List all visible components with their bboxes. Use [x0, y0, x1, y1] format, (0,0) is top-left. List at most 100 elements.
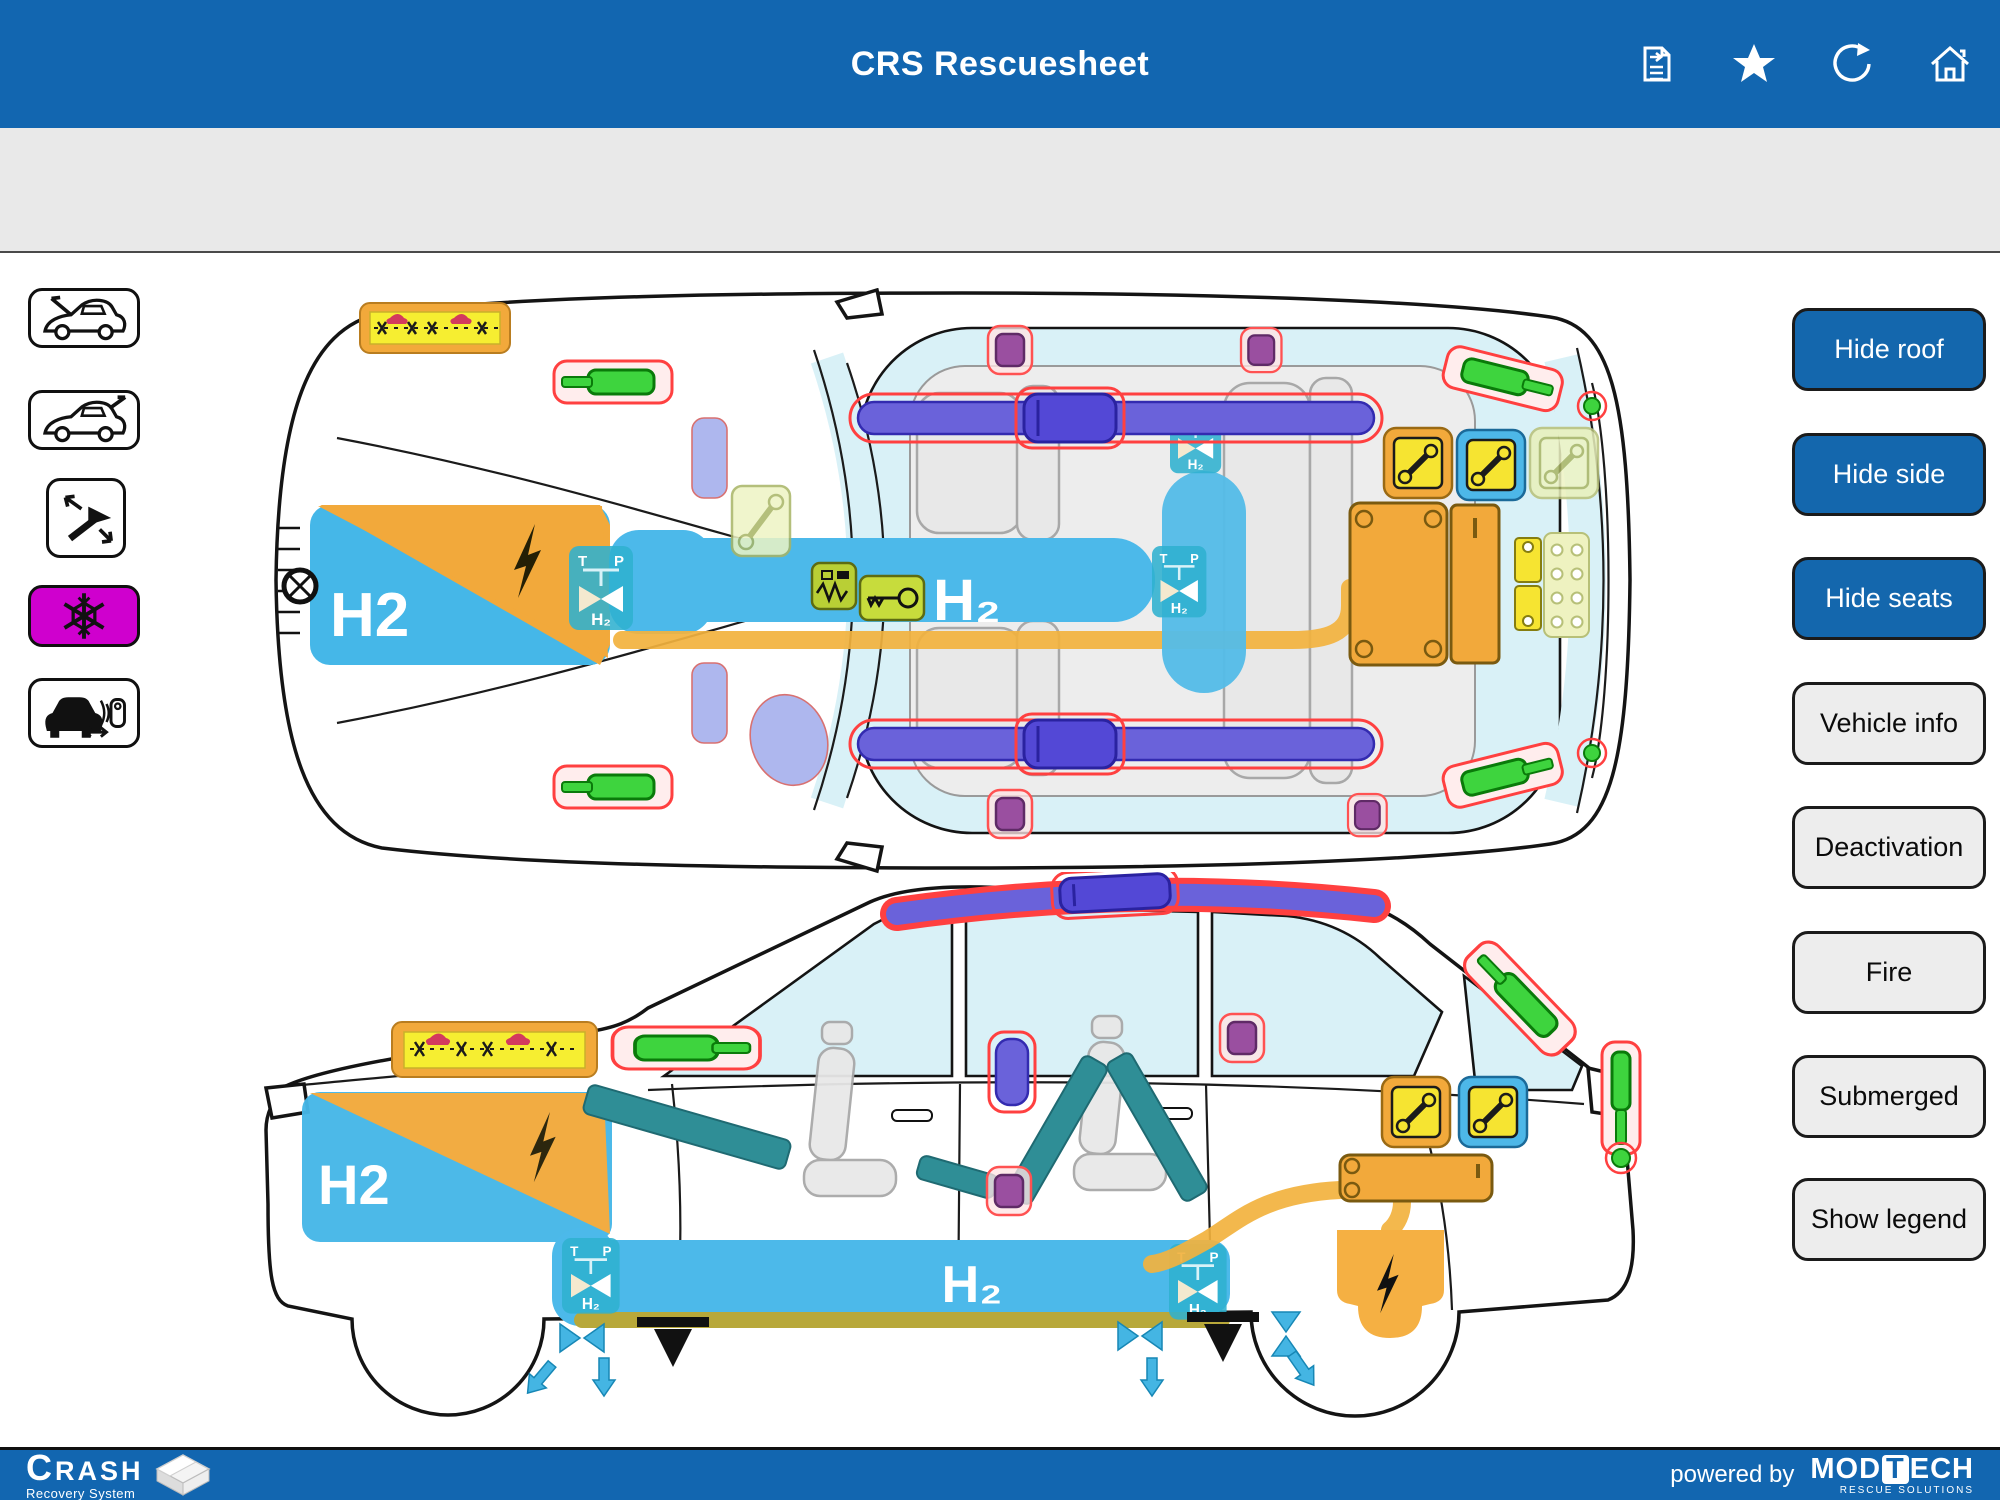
- hood-gas-strut[interactable]: [552, 764, 674, 810]
- crash-recovery-logo: CRASH Recovery System: [26, 1450, 212, 1500]
- vehicle-side-view-diagram[interactable]: H2 H₂ T P H₂ T P H₂: [252, 872, 1672, 1432]
- tailgate-strut-icon-orange[interactable]: [1382, 426, 1454, 500]
- tailgate-strut-icon-orange[interactable]: [1380, 1075, 1452, 1149]
- driver-airbag[interactable]: [739, 685, 840, 796]
- powered-by-label: powered by: [1670, 1461, 1795, 1488]
- page-title: CRS Rescuesheet: [850, 44, 1150, 83]
- hide-seats-button[interactable]: Hide seats: [1792, 557, 1986, 640]
- tailgate-strut-icon-pale[interactable]: [1528, 426, 1600, 500]
- svg-text:H₂: H₂: [582, 1296, 600, 1313]
- door-handle: [891, 1109, 933, 1122]
- vehicle-key-reader-icon[interactable]: [858, 574, 926, 622]
- svg-text:H₂: H₂: [1171, 601, 1188, 617]
- seatbelt-pretensioner[interactable]: [1239, 326, 1283, 374]
- brand-subtitle: Recovery System: [26, 1486, 136, 1500]
- toolbar-strip: [0, 128, 2000, 253]
- jack-point[interactable]: [637, 1317, 709, 1367]
- svg-text:T: T: [578, 553, 587, 570]
- sidebar-item-hood-open[interactable]: [28, 288, 140, 348]
- no-cut-zone-banner[interactable]: [359, 302, 511, 354]
- hide-roof-button[interactable]: Hide roof: [1792, 308, 1986, 391]
- curtain-airbag[interactable]: [880, 872, 1391, 931]
- h2-shutoff-valve[interactable]: T P H₂: [567, 544, 635, 632]
- knee-airbag[interactable]: [691, 417, 728, 499]
- partner-name-post: ECH: [1909, 1452, 1974, 1485]
- partner-subtitle: RESCUE SOLUTIONS: [1839, 1484, 1974, 1496]
- favorite-star-icon[interactable]: [1726, 36, 1782, 92]
- seat-profile: [802, 1020, 898, 1198]
- fuse-box[interactable]: [1514, 532, 1590, 638]
- svg-text:P: P: [1190, 551, 1199, 566]
- hood-gas-strut[interactable]: [552, 359, 674, 405]
- sidebar-item-cut-tool[interactable]: [46, 478, 126, 558]
- svg-text:H₂: H₂: [1188, 457, 1204, 472]
- tailgate-strut-icon-blue[interactable]: [1455, 428, 1527, 502]
- curtain-airbag[interactable]: [848, 712, 1384, 776]
- sidebar-item-keyless-entry[interactable]: [28, 678, 140, 748]
- sidebar-item-tailgate-open[interactable]: [28, 390, 140, 450]
- vehicle-top-view-diagram[interactable]: H2 H₂ T P H₂: [262, 288, 1644, 876]
- side-airbag[interactable]: [987, 1030, 1037, 1114]
- brand-name: CRASH: [26, 1447, 144, 1488]
- h2-shutoff-valve[interactable]: T P H₂: [560, 1236, 621, 1315]
- header: CRS Rescuesheet: [0, 0, 2000, 128]
- h2-line-label: H₂: [933, 568, 1001, 633]
- tailgate-strut-icon-blue[interactable]: [1457, 1075, 1529, 1149]
- srs-control-unit-icon[interactable]: [810, 561, 858, 611]
- rescuesheet-document-icon[interactable]: [1628, 36, 1684, 92]
- quarter-window: [1210, 910, 1444, 1078]
- tow-eye-icon[interactable]: [281, 567, 319, 605]
- seatbelt-pretensioner[interactable]: [1218, 1012, 1266, 1064]
- knee-airbag[interactable]: [691, 662, 728, 744]
- h2-fuel-cell-area[interactable]: H2: [310, 505, 610, 665]
- svg-text:T: T: [1160, 551, 1168, 566]
- svg-text:P: P: [1209, 1250, 1218, 1265]
- svg-text:H₂: H₂: [591, 610, 611, 629]
- sidebar-item-cryogenic[interactable]: [28, 585, 140, 647]
- open-tailgate-line: [108, 395, 127, 410]
- rotate-view-icon[interactable]: [1824, 36, 1880, 92]
- h2-fuel-cell-area[interactable]: H2: [302, 1092, 612, 1242]
- deactivation-button[interactable]: Deactivation: [1792, 806, 1986, 889]
- airbag-inflator: [1022, 392, 1118, 444]
- battery-12v[interactable]: [1338, 1153, 1494, 1203]
- svg-text:T: T: [570, 1244, 579, 1259]
- airbag-inflator: [1022, 718, 1118, 770]
- seatbelt-pretensioner[interactable]: [1346, 792, 1388, 838]
- seat-gas-strut-icon[interactable]: [730, 484, 792, 558]
- h2-line[interactable]: H₂: [552, 1228, 1230, 1328]
- hv-cable[interactable]: [1143, 1181, 1349, 1273]
- hv-component[interactable]: [1337, 1230, 1444, 1338]
- h2-label: H2: [318, 1153, 390, 1216]
- jack-point[interactable]: [1187, 1312, 1259, 1362]
- svg-text:P: P: [602, 1244, 611, 1259]
- seatbelt-pretensioner[interactable]: [986, 788, 1034, 840]
- battery-12v[interactable]: [1348, 501, 1501, 667]
- vehicle-info-button[interactable]: Vehicle info: [1792, 682, 1986, 765]
- curtain-airbag[interactable]: [848, 386, 1384, 450]
- h2-tank-main-valve[interactable]: T P H₂: [1150, 544, 1208, 619]
- submerged-button[interactable]: Submerged: [1792, 1055, 1986, 1138]
- fire-button[interactable]: Fire: [1792, 931, 1986, 1014]
- seatbelt-pretensioner[interactable]: [986, 324, 1034, 376]
- airbag-inflator: [1058, 872, 1172, 914]
- h2-label: H2: [330, 581, 409, 650]
- show-legend-button[interactable]: Show legend: [1792, 1178, 1986, 1261]
- door-mirror: [834, 288, 885, 320]
- body-reinforcement-bars[interactable]: [582, 1051, 1209, 1207]
- no-cut-zone-banner[interactable]: [391, 1021, 598, 1078]
- open-hood-line: [50, 295, 73, 317]
- seatbelt-pretensioner[interactable]: [985, 1165, 1033, 1217]
- gas-strut-end-point[interactable]: [1576, 390, 1608, 769]
- door-mirror: [834, 841, 885, 874]
- partner-t-box: T: [1882, 1454, 1909, 1484]
- hide-side-button[interactable]: Hide side: [1792, 433, 1986, 516]
- hv-cable[interactable]: [1381, 1193, 1411, 1239]
- rear-bench-seat: [1222, 376, 1354, 785]
- tailgate-gas-strut[interactable]: [1600, 1040, 1642, 1175]
- home-icon[interactable]: [1922, 36, 1978, 92]
- hood-gas-strut[interactable]: [610, 1025, 762, 1071]
